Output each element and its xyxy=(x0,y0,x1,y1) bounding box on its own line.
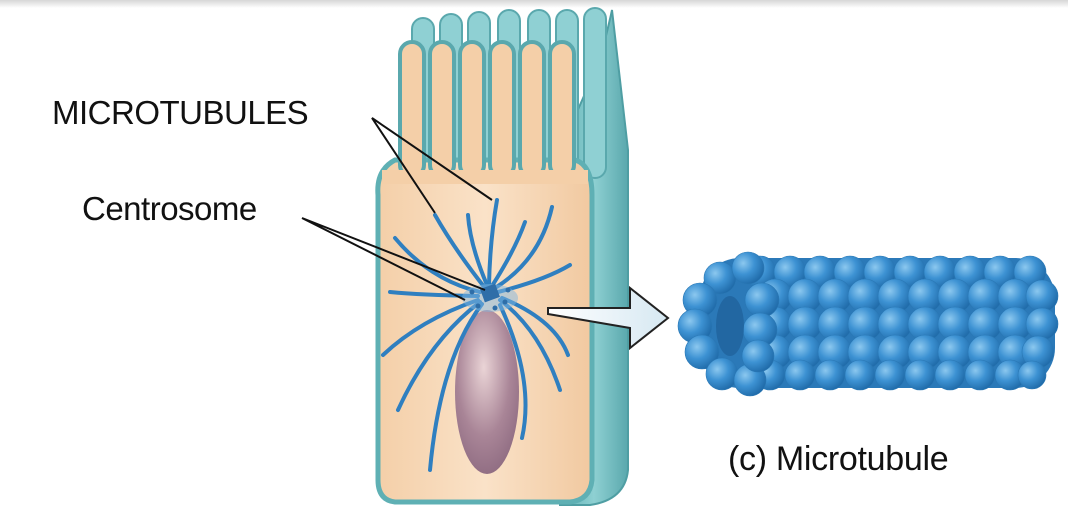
nucleus xyxy=(455,310,519,474)
arrow-right-icon xyxy=(547,285,670,351)
leader-lines xyxy=(301,117,493,301)
microtubule-network xyxy=(381,198,572,472)
microtubule-model xyxy=(677,251,1059,397)
microvilli-front xyxy=(398,40,576,179)
microtubules-label: MICROTUBULES xyxy=(52,94,309,131)
apical-cytoplasm xyxy=(382,170,588,184)
top-shadow xyxy=(0,0,1068,8)
centrosome xyxy=(462,283,518,312)
centrosome-label: Centrosome xyxy=(82,190,257,227)
microtubule-caption: (c) Microtubule xyxy=(728,440,949,478)
